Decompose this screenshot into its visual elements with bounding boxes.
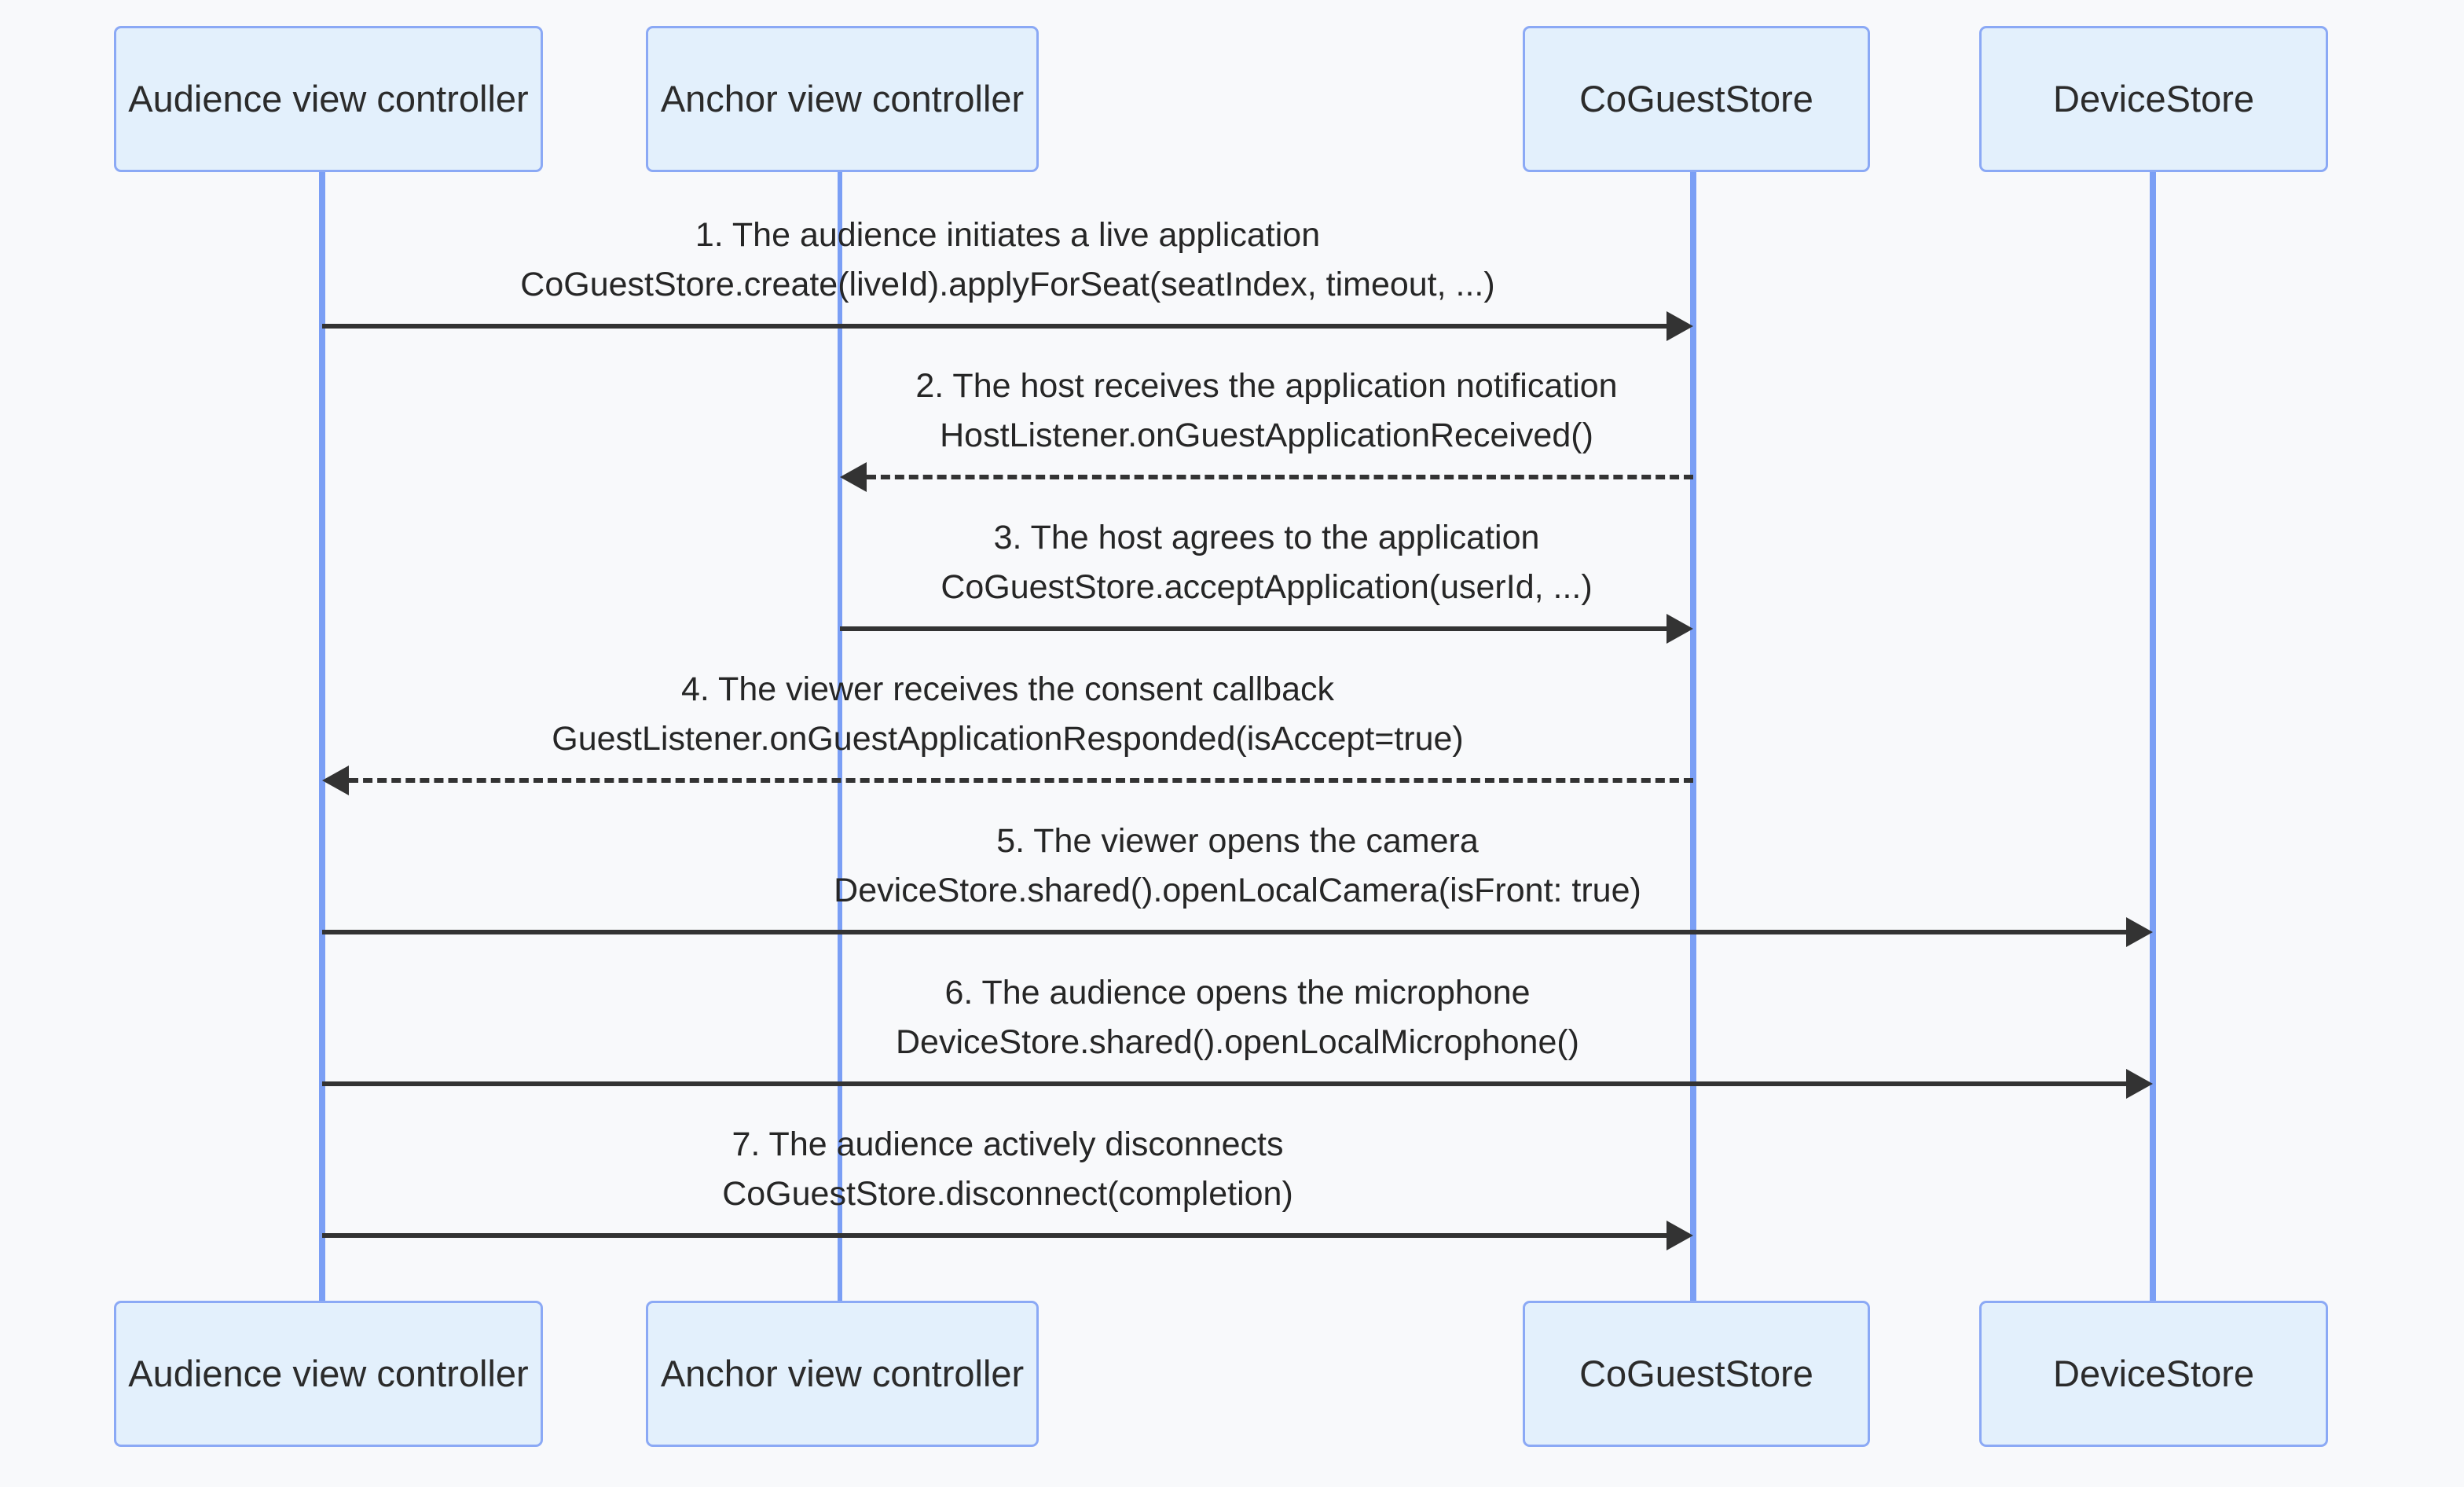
participant-label-device-store-top: DeviceStore <box>2053 78 2254 120</box>
participant-box-device-store-top[interactable]: DeviceStore <box>1979 26 2328 172</box>
participant-box-anchor-view-controller-top[interactable]: Anchor view controller <box>646 26 1039 172</box>
participant-label-anchor-view-controller-bottom: Anchor view controller <box>660 1353 1025 1395</box>
participant-box-audience-view-controller-top[interactable]: Audience view controller <box>114 26 543 172</box>
message-1-text: 1. The audience initiates a live applica… <box>322 218 1693 302</box>
message-7-line <box>322 1233 1666 1238</box>
message-7-text: 7. The audience actively disconnects CoG… <box>322 1128 1693 1211</box>
message-1-description: 1. The audience initiates a live applica… <box>695 216 1321 254</box>
lifeline-device-store <box>2150 171 2156 1303</box>
message-6-line <box>322 1081 2126 1086</box>
message-7-call: CoGuestStore.disconnect(completion) <box>722 1175 1293 1213</box>
participant-label-audience-view-controller-bottom: Audience view controller <box>128 1353 529 1395</box>
message-1-arrowhead <box>1666 311 1693 341</box>
lifeline-audience-view-controller <box>319 171 325 1303</box>
participant-box-coguest-store-bottom[interactable]: CoGuestStore <box>1523 1301 1870 1447</box>
message-2-arrowhead <box>840 462 867 492</box>
participant-box-anchor-view-controller-bottom[interactable]: Anchor view controller <box>646 1301 1039 1447</box>
message-2-text: 2. The host receives the application not… <box>840 369 1693 453</box>
message-6-text: 6. The audience opens the microphone Dev… <box>322 976 2153 1059</box>
participant-label-audience-view-controller-top: Audience view controller <box>128 78 529 120</box>
lifeline-coguest-store <box>1690 171 1696 1303</box>
message-5-call: DeviceStore.shared().openLocalCamera(isF… <box>834 872 1641 909</box>
message-5-text: 5. The viewer opens the camera DeviceSto… <box>322 824 2153 908</box>
message-2-description: 2. The host receives the application not… <box>915 367 1618 405</box>
message-6-description: 6. The audience opens the microphone <box>944 974 1531 1012</box>
message-2-call: HostListener.onGuestApplicationReceived(… <box>940 417 1593 454</box>
message-3-text: 3. The host agrees to the application Co… <box>840 521 1693 604</box>
message-7-description: 7. The audience actively disconnects <box>732 1125 1284 1163</box>
message-3-line <box>840 626 1666 631</box>
message-3-arrowhead <box>1666 614 1693 644</box>
message-3-call: CoGuestStore.acceptApplication(userId, .… <box>940 568 1593 606</box>
message-6-arrowhead <box>2126 1069 2153 1099</box>
message-5-line <box>322 930 2126 934</box>
message-1-line <box>322 324 1666 329</box>
message-3-description: 3. The host agrees to the application <box>993 519 1540 556</box>
participant-box-coguest-store-top[interactable]: CoGuestStore <box>1523 26 1870 172</box>
message-4-arrowhead <box>322 766 349 795</box>
message-4-text: 4. The viewer receives the consent callb… <box>322 673 1693 756</box>
message-2-line <box>867 475 1693 479</box>
message-4-description: 4. The viewer receives the consent callb… <box>681 670 1334 708</box>
message-6-call: DeviceStore.shared().openLocalMicrophone… <box>896 1023 1579 1061</box>
participant-label-coguest-store-bottom: CoGuestStore <box>1579 1353 1813 1395</box>
participant-box-device-store-bottom[interactable]: DeviceStore <box>1979 1301 2328 1447</box>
lifeline-anchor-view-controller <box>838 171 842 1303</box>
message-5-description: 5. The viewer opens the camera <box>996 822 1479 860</box>
participant-box-audience-view-controller-bottom[interactable]: Audience view controller <box>114 1301 543 1447</box>
participant-label-anchor-view-controller-top: Anchor view controller <box>660 78 1025 120</box>
message-4-line <box>349 778 1693 783</box>
message-7-arrowhead <box>1666 1221 1693 1250</box>
message-1-call: CoGuestStore.create(liveId).applyForSeat… <box>520 266 1495 303</box>
participant-label-coguest-store-top: CoGuestStore <box>1579 78 1813 120</box>
participant-label-device-store-bottom: DeviceStore <box>2053 1353 2254 1395</box>
message-5-arrowhead <box>2126 917 2153 947</box>
message-4-call: GuestListener.onGuestApplicationResponde… <box>552 720 1464 758</box>
